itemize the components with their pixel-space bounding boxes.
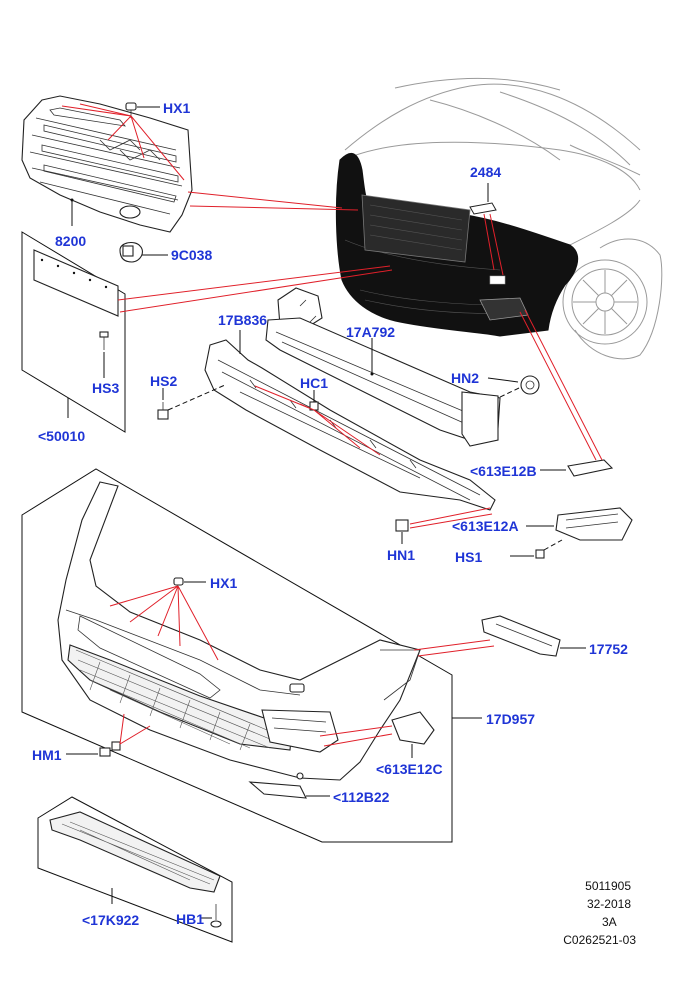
part-17752 (481, 615, 561, 657)
hn2-grommet (520, 375, 540, 395)
hs1-screw (535, 549, 545, 559)
label-hm1: HM1 (32, 747, 62, 763)
label-112b22: <112B22 (333, 789, 390, 805)
label-hx1-bumper: HX1 (210, 575, 237, 591)
label-17752: 17752 (589, 641, 628, 657)
info-line-1: 5011905 (585, 879, 631, 893)
licence-plate-bracket (33, 249, 119, 317)
hx1-bumper-callout-lines (109, 585, 219, 661)
hs3-screw (99, 331, 109, 350)
label-9c038: 9C038 (171, 247, 212, 263)
vehicle-front-illustration (335, 78, 663, 360)
plate-to-vehicle-lines (117, 265, 393, 313)
badge-2484-lines (483, 213, 504, 276)
label-hn1: HN1 (387, 547, 415, 563)
label-hn2: HN2 (451, 370, 479, 386)
illustration-info-block: 5011905 32-2018 3A C0262521-03 (563, 879, 636, 947)
label-hs2: HS2 (150, 373, 177, 389)
hc1-callout-lines (254, 385, 381, 456)
camera-9c038 (119, 241, 143, 263)
hn1-nut (395, 519, 409, 532)
label-2484: 2484 (470, 164, 501, 180)
label-hs1: HS1 (455, 549, 482, 565)
part-613e12c (391, 711, 435, 745)
label-50010: <50010 (38, 428, 85, 444)
label-613e12c: <613E12C (376, 761, 443, 777)
hs2-screw (157, 402, 169, 420)
label-hx1-top: HX1 (163, 100, 190, 116)
bumper-cover-17d957 (57, 481, 421, 781)
label-hb1: HB1 (176, 911, 204, 927)
part-613e12b-lines (519, 309, 603, 461)
plate-kit-frame (21, 231, 126, 433)
part-17752-lines (413, 639, 495, 657)
bumper-beam-17a792 (265, 287, 501, 447)
hm1-callout-lines (119, 713, 151, 745)
part-613e12b (567, 459, 614, 477)
bumper-carrier-17b836 (204, 339, 496, 511)
hx1-callout-lines (61, 103, 185, 181)
label-17k922: <17K922 (82, 912, 139, 928)
label-613e12b: <613E12B (470, 463, 537, 479)
front-grille-8200 (21, 95, 193, 233)
hm1-clip (99, 741, 121, 757)
hn1-callout-lines (409, 507, 493, 529)
bumper-kit-frame (21, 468, 453, 843)
label-17d957: 17D957 (486, 711, 535, 727)
hb1-bolt (210, 904, 222, 928)
label-hs3: HS3 (92, 380, 119, 396)
grille-to-vehicle-lines (187, 191, 359, 211)
hx1-clip-top (125, 102, 137, 118)
undertray-kit-frame (37, 796, 233, 943)
label-17b836: 17B836 (218, 312, 267, 328)
info-line-4: C0262521-03 (563, 933, 636, 947)
label-613e12a: <613E12A (452, 518, 519, 534)
label-8200: 8200 (55, 233, 86, 249)
part-112b22 (248, 772, 307, 799)
part-613e12a (555, 507, 633, 541)
info-line-2: 32-2018 (587, 897, 631, 911)
label-17a792: 17A792 (346, 324, 395, 340)
hx1-clip-bumper (173, 577, 184, 586)
info-line-3: 3A (602, 915, 617, 929)
label-hc1: HC1 (300, 375, 328, 391)
undertray-17k922 (49, 811, 221, 893)
part-613e12c-lines (319, 725, 393, 747)
